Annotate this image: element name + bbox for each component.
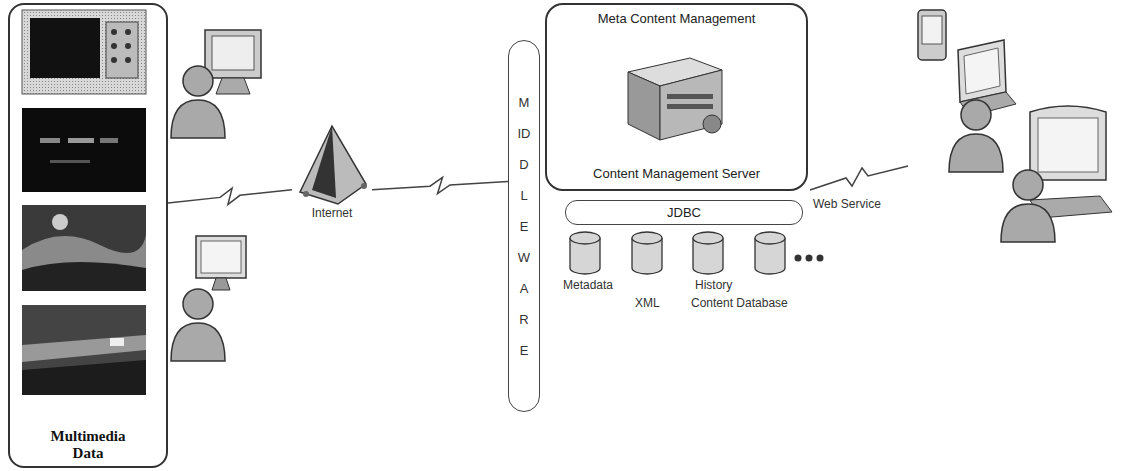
- node-text: Meta Content Management: [598, 11, 756, 26]
- node-text: JDBC: [667, 205, 701, 220]
- internet-node: Internet: [292, 118, 372, 222]
- db-label: Content Database: [690, 296, 789, 310]
- media-image: [22, 305, 146, 395]
- db-label: Metadata: [562, 278, 614, 292]
- content-server-box: Meta Content ManagementContent Managemen…: [545, 3, 808, 191]
- wireless-link: [810, 166, 908, 190]
- db-label: XML: [634, 296, 661, 310]
- internet-icon: [300, 126, 367, 204]
- media-image: [22, 205, 146, 291]
- flat-monitor: [196, 236, 246, 290]
- user-icon: [1001, 170, 1055, 242]
- node-text: Content Management Server: [593, 166, 760, 181]
- media-image: [22, 10, 146, 94]
- node-text: Internet: [312, 206, 353, 220]
- middleware-band: MIDDLE WARE: [508, 40, 540, 412]
- wireless-link: [372, 177, 508, 193]
- node-text: MIDDLE WARE: [518, 87, 531, 366]
- media-image: [22, 108, 146, 192]
- crt-monitor: [205, 30, 261, 94]
- pda-icon: [918, 10, 946, 60]
- node-text: Multimedia Data: [41, 428, 136, 463]
- desktop-icon: [1030, 106, 1112, 218]
- db-label: History: [694, 278, 733, 292]
- server-icon: [628, 58, 722, 140]
- db-label: Web Service: [812, 197, 882, 211]
- more-dots: [795, 255, 824, 262]
- jdbc-band: JDBC: [565, 200, 803, 225]
- user-icon: [171, 289, 225, 361]
- user-icon: [171, 66, 225, 138]
- user-icon: [949, 100, 1003, 172]
- media-group: Multimedia Data: [8, 3, 168, 468]
- database-icon: [570, 232, 785, 274]
- wireless-link: [168, 188, 292, 205]
